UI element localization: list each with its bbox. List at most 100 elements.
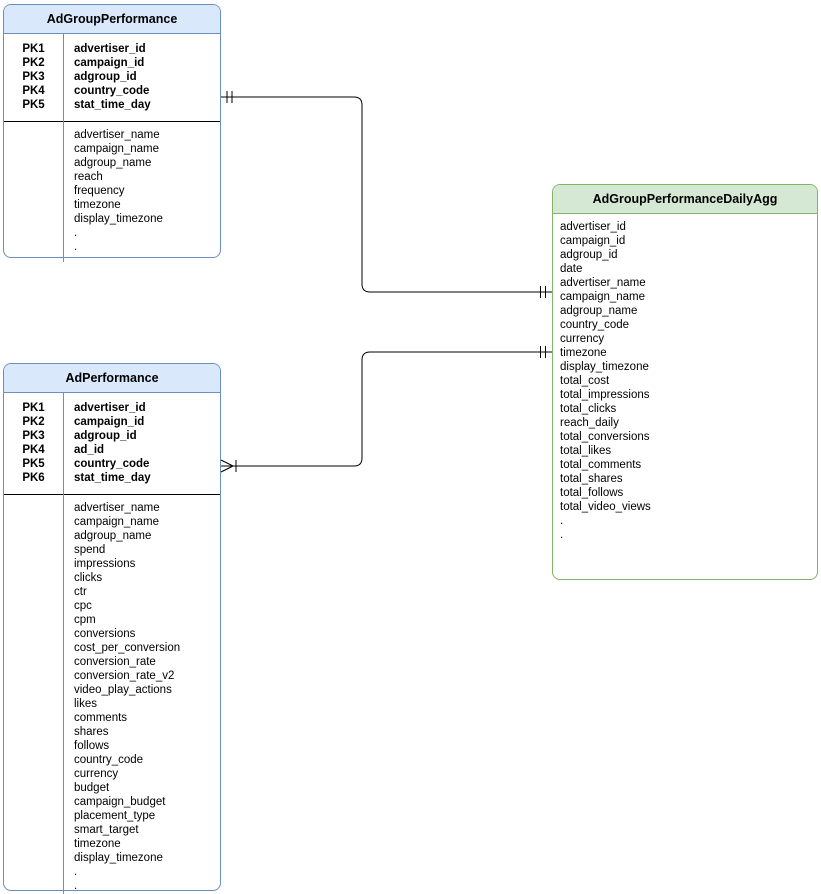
field-name: adgroup_name: [74, 530, 152, 542]
pk-label: PK3: [22, 430, 45, 442]
field-name: total_cost: [560, 375, 610, 387]
relationship-adgroupperformance-to-dailyagg[interactable]: [221, 91, 552, 298]
connector-line[interactable]: [221, 96, 552, 293]
field-name: total_impressions: [560, 389, 650, 401]
field-name: timezone: [74, 838, 121, 850]
field-row: conversion_rate: [4, 655, 220, 669]
field-row: campaign_name: [4, 142, 220, 156]
field-name: video_play_actions: [74, 684, 172, 696]
field-row: campaign_name: [553, 290, 817, 304]
field-name: reach: [74, 171, 103, 183]
field-name: total_conversions: [560, 431, 650, 443]
field-name: placement_type: [74, 810, 156, 822]
pk-label: PK5: [22, 458, 45, 470]
field-name: .: [74, 241, 78, 253]
pk-label: PK6: [22, 472, 45, 484]
pk-label: PK1: [22, 402, 45, 414]
field-name: advertiser_name: [74, 129, 160, 141]
key-column-divider: [63, 34, 64, 262]
field-row: advertiser_name: [4, 501, 220, 515]
entity-title: AdPerformance: [4, 364, 220, 393]
field-name: budget: [74, 782, 110, 794]
pk-field-name: stat_time_day: [74, 99, 151, 111]
field-name: ctr: [74, 586, 87, 598]
field-name: conversions: [74, 628, 136, 640]
field-row: likes: [4, 697, 220, 711]
field-name: date: [560, 263, 583, 275]
field-name: advertiser_name: [74, 502, 160, 514]
field-name: shares: [74, 726, 109, 738]
field-name: .: [74, 227, 78, 239]
field-row: cpm: [4, 613, 220, 627]
pk-row: PK1 advertiser_id: [4, 42, 220, 56]
field-name: total_shares: [560, 473, 623, 485]
field-name: comments: [74, 712, 128, 724]
field-name: adgroup_name: [74, 157, 152, 169]
field-name: display_timezone: [560, 361, 649, 373]
field-row: cpc: [4, 599, 220, 613]
field-row: comments: [4, 711, 220, 725]
field-row: clicks: [4, 571, 220, 585]
connector-line[interactable]: [221, 351, 552, 467]
entity-table-adgroupperformancedailyagg[interactable]: AdGroupPerformanceDailyAgg advertiser_id…: [552, 184, 818, 580]
pk-field-name: adgroup_id: [74, 71, 137, 83]
field-row: total_follows: [553, 486, 817, 500]
field-row: advertiser_name: [4, 128, 220, 142]
key-column-divider: [63, 393, 64, 894]
field-row: placement_type: [4, 809, 220, 823]
field-name: .: [560, 515, 564, 527]
field-row: conversions: [4, 627, 220, 641]
field-name: timezone: [560, 347, 607, 359]
field-row: total_video_views: [553, 500, 817, 514]
field-name: spend: [74, 544, 106, 556]
field-name: total_follows: [560, 487, 624, 499]
field-row: video_play_actions: [4, 683, 220, 697]
field-row: advertiser_id: [553, 220, 817, 234]
field-row: ctr: [4, 585, 220, 599]
field-name: cost_per_conversion: [74, 642, 181, 654]
field-name: campaign_name: [560, 291, 646, 303]
field-row: timezone: [4, 198, 220, 212]
field-name: campaign_name: [74, 516, 160, 528]
field-row: .: [4, 865, 220, 879]
field-row: currency: [553, 332, 817, 346]
field-row: display_timezone: [4, 212, 220, 226]
field-name: cpm: [74, 614, 96, 626]
field-name: conversion_rate_v2: [74, 670, 175, 682]
field-row: timezone: [553, 346, 817, 360]
pk-field-name: campaign_id: [74, 416, 145, 428]
field-name: adgroup_name: [560, 305, 638, 317]
field-name: .: [74, 880, 78, 892]
relationship-adperformance-to-dailyagg[interactable]: [220, 346, 552, 473]
entity-title: AdGroupPerformance: [4, 5, 220, 34]
field-row: shares: [4, 725, 220, 739]
field-name: currency: [560, 333, 605, 345]
field-row: .: [553, 528, 817, 542]
field-name: impressions: [74, 558, 136, 570]
pk-row: PK3 adgroup_id: [4, 70, 220, 84]
field-row: total_likes: [553, 444, 817, 458]
field-name: clicks: [74, 572, 103, 584]
field-row: timezone: [4, 837, 220, 851]
field-name: campaign_name: [74, 143, 160, 155]
pk-field-name: advertiser_id: [74, 43, 146, 55]
field-row: total_impressions: [553, 388, 817, 402]
field-row: cost_per_conversion: [4, 641, 220, 655]
pk-label: PK3: [22, 71, 45, 83]
field-row: adgroup_name: [4, 156, 220, 170]
field-row: conversion_rate_v2: [4, 669, 220, 683]
pk-label: PK2: [22, 57, 45, 69]
pk-field-name: country_code: [74, 458, 150, 470]
pk-label: PK1: [22, 43, 45, 55]
